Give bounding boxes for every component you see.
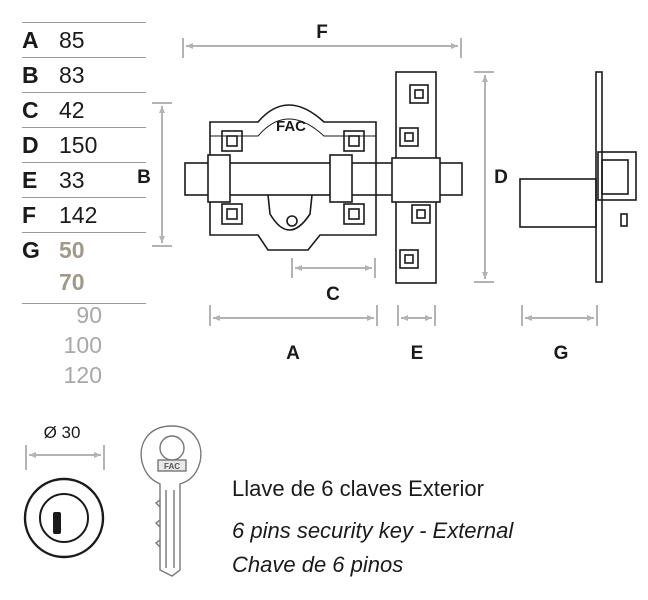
spec-row-b: B 83 <box>22 58 146 93</box>
spec-value: 142 <box>59 202 98 228</box>
dim-label-a: A <box>286 343 300 364</box>
spec-value: 150 <box>59 132 98 158</box>
spec-g-extra: 100 <box>63 332 102 358</box>
spec-g-extra: 90 <box>76 302 102 328</box>
keeper-plate <box>391 71 441 284</box>
spec-row-d: D 150 <box>22 128 146 163</box>
spec-letter: B <box>22 62 39 88</box>
cylinder-front-view <box>23 477 105 559</box>
spec-g-extra: 120 <box>63 362 102 388</box>
spec-row-g: G 50 70 <box>22 233 146 304</box>
spec-row-c: C 42 <box>22 93 146 128</box>
dimension-b <box>152 102 172 247</box>
spec-table: A 85 B 83 C 42 D 150 E 33 F 142 G 50 70 <box>22 22 146 304</box>
key-logo: FAC <box>164 462 180 471</box>
bolt-body <box>184 104 463 251</box>
spec-value: 83 <box>59 62 85 88</box>
dimension-e <box>397 305 436 326</box>
spec-row-f: F 142 <box>22 198 146 233</box>
dimension-g <box>521 305 598 326</box>
caption-spanish: Llave de 6 claves Exterior <box>232 476 484 501</box>
dim-label-d: D <box>494 167 508 188</box>
dimension-d <box>474 71 494 283</box>
dimension-c <box>291 258 376 278</box>
spec-letter: C <box>22 97 39 123</box>
spec-g-option: 50 <box>59 237 85 263</box>
spec-letter: A <box>22 27 39 53</box>
bolt-screws <box>221 130 365 225</box>
spec-letter: D <box>22 132 39 158</box>
caption-portuguese: Chave de 6 pinos <box>232 552 404 577</box>
dim-label-b: B <box>137 167 151 188</box>
security-key-drawing <box>140 425 202 577</box>
dimension-f <box>182 38 462 58</box>
spec-g-option: 70 <box>59 269 85 295</box>
spec-value: 42 <box>59 97 85 123</box>
spec-value: 85 <box>59 27 85 53</box>
fac-logo: FAC <box>276 118 306 135</box>
cylinder-diameter-label: Ø 30 <box>44 423 81 442</box>
bolt-sleeves <box>207 154 353 203</box>
spec-letter: E <box>22 167 38 193</box>
spec-letter: F <box>22 202 37 228</box>
spec-row-e: E 33 <box>22 163 146 198</box>
dim-label-g: G <box>554 343 569 364</box>
spec-value: 33 <box>59 167 85 193</box>
cylinder-diameter-dimension <box>25 445 105 470</box>
dimension-a <box>209 305 378 326</box>
dim-label-f: F <box>316 22 328 43</box>
caption-english: 6 pins security key - External <box>232 518 514 543</box>
spec-row-a: A 85 <box>22 22 146 58</box>
dim-label-c: C <box>326 284 340 305</box>
spec-letter: G <box>22 237 40 263</box>
cylinder-side-view <box>519 71 637 283</box>
dim-label-e: E <box>411 343 424 364</box>
